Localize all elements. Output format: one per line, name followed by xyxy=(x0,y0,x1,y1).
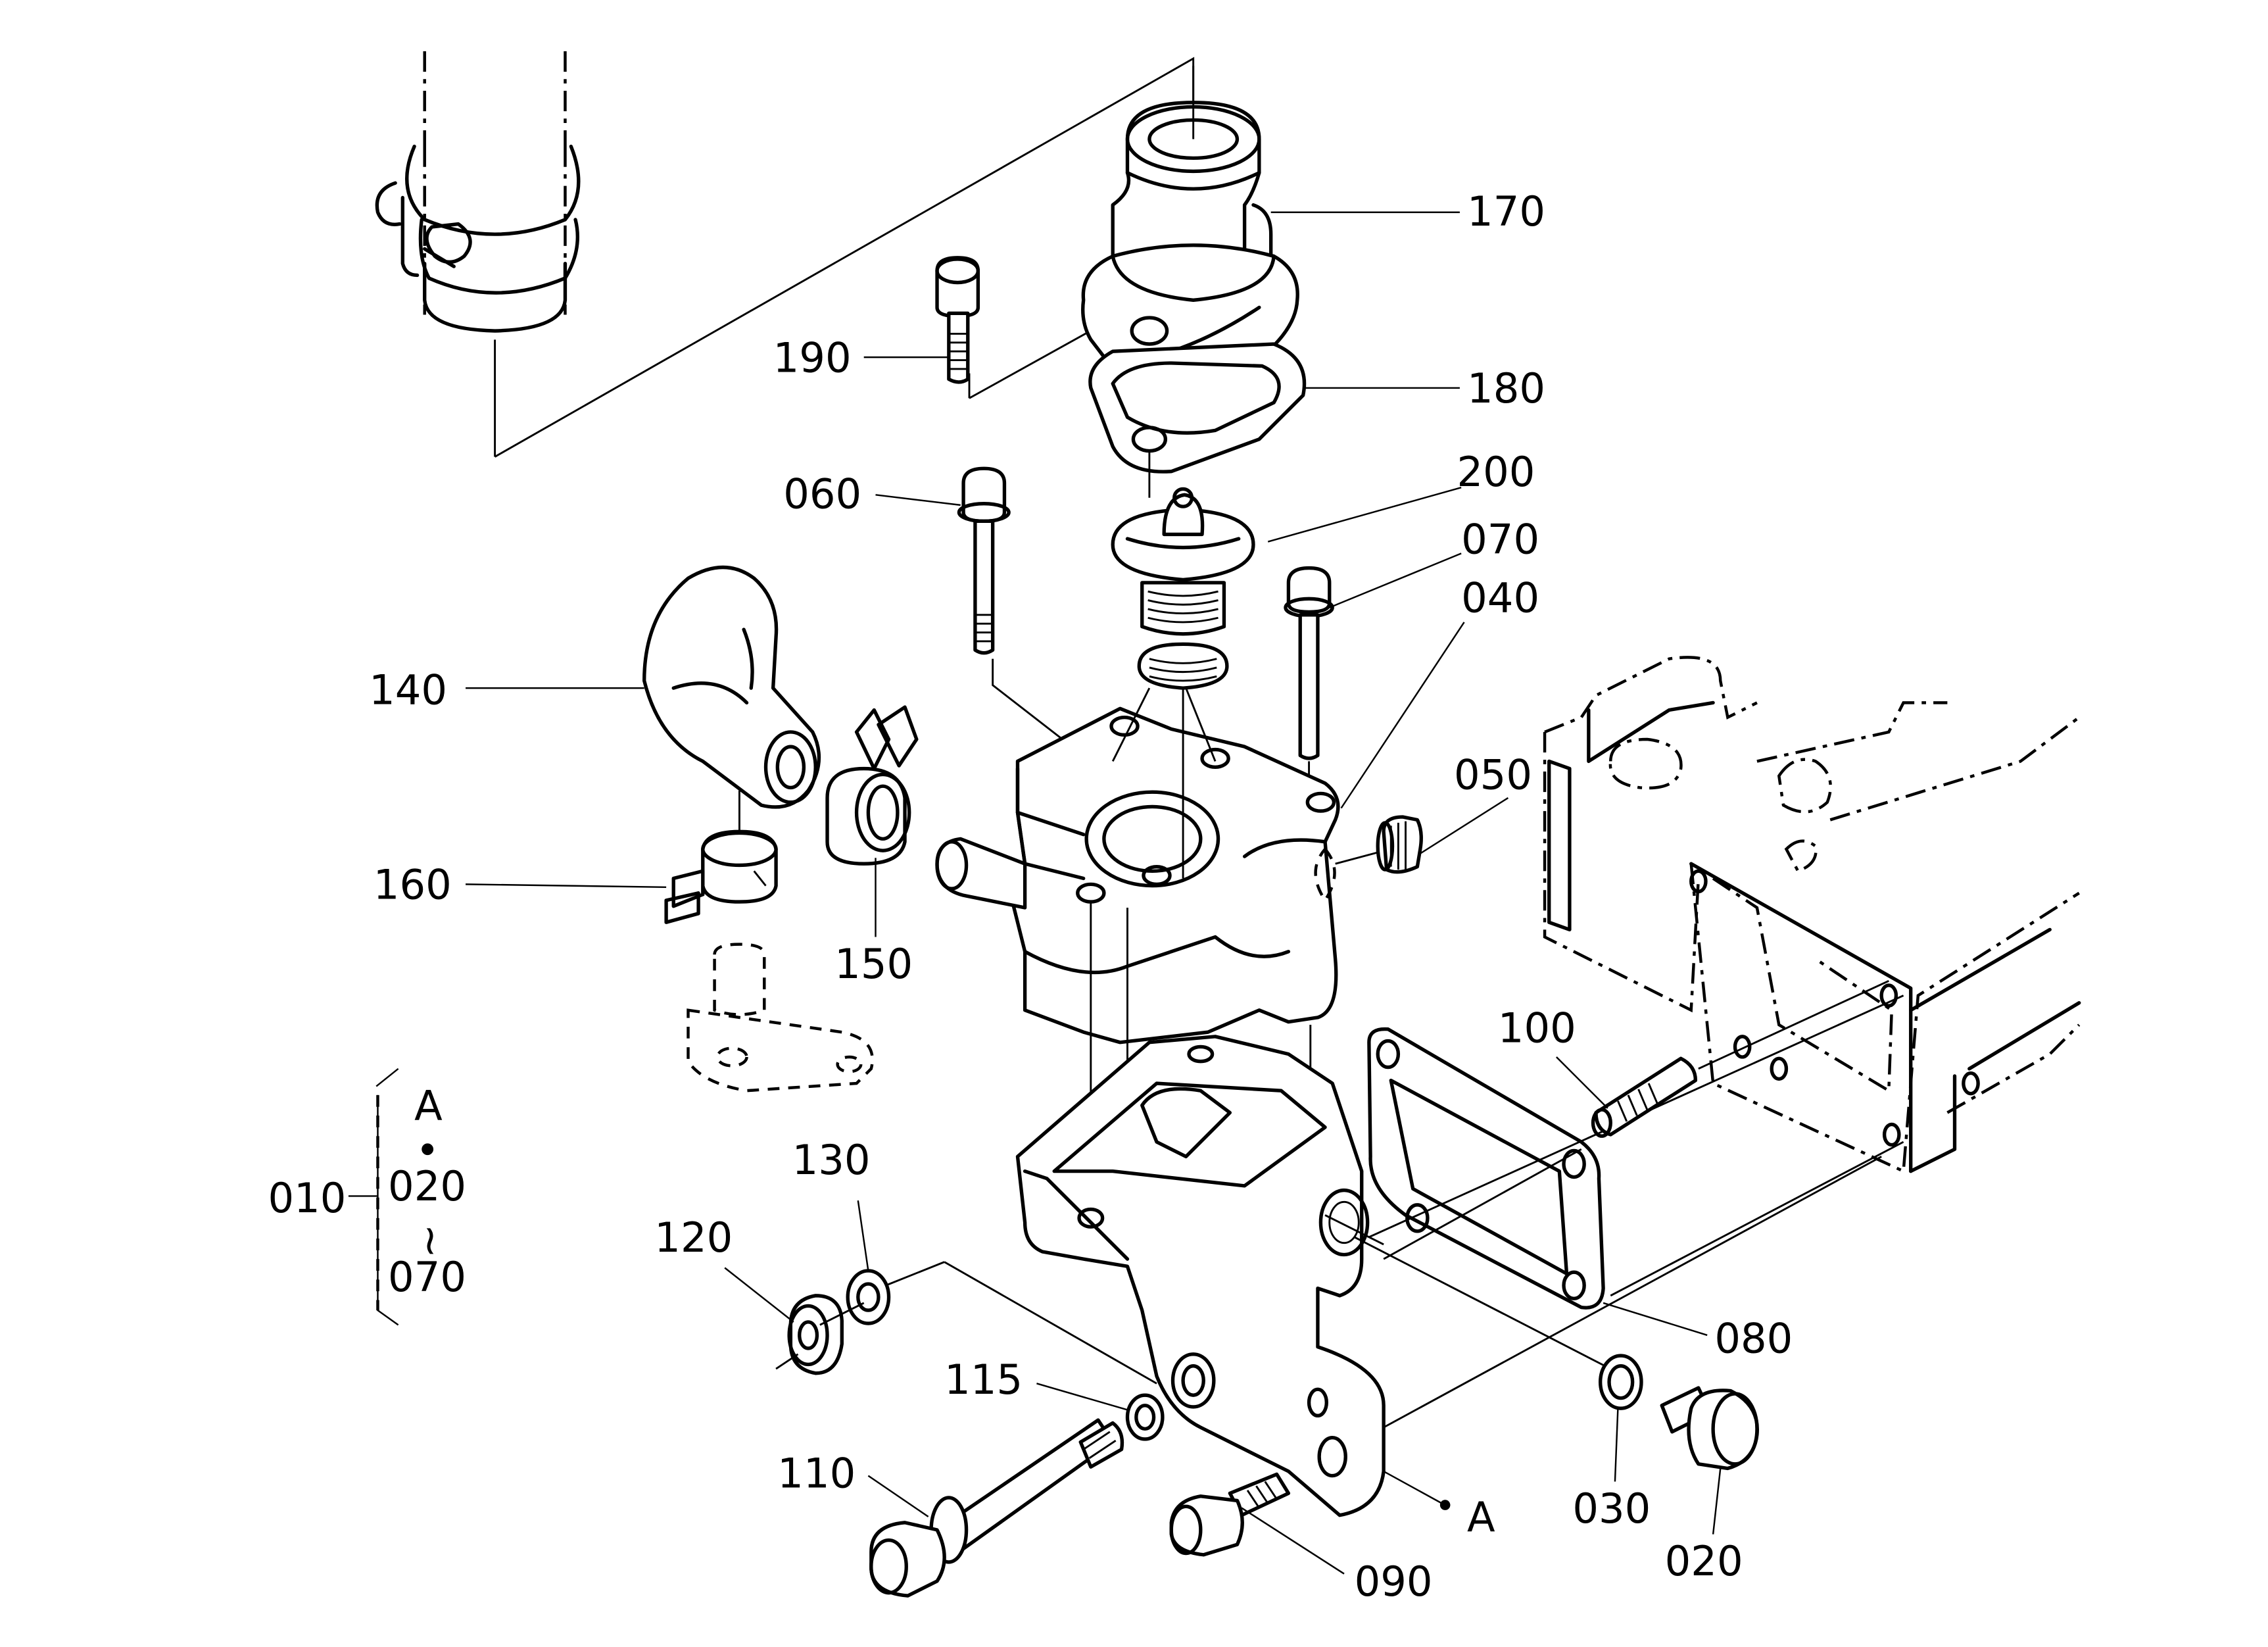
reference-marker-a: A xyxy=(1467,1493,1495,1541)
part-170-water-outlet xyxy=(1081,66,1299,398)
part-160-clamp xyxy=(664,829,778,924)
label-170: 170 xyxy=(1467,187,1545,235)
label-120: 120 xyxy=(654,1214,733,1262)
part-140-hose xyxy=(642,565,821,852)
label-070: 070 xyxy=(1461,515,1539,563)
part-100-stud xyxy=(1591,979,1889,1138)
label-115: 115 xyxy=(944,1356,1023,1404)
part-180-gasket xyxy=(1088,342,1307,498)
part-050-plug xyxy=(1335,815,1423,874)
legend-range-start: 020 xyxy=(388,1162,466,1210)
label-180: 180 xyxy=(1467,364,1545,412)
part-120-nut xyxy=(775,1294,865,1375)
label-160: 160 xyxy=(374,861,452,909)
part-200-thermostat xyxy=(1111,487,1255,690)
label-150: 150 xyxy=(834,940,913,988)
part-040-thermostat-housing xyxy=(935,687,1340,1260)
legend-parent-010: 010 xyxy=(268,1174,346,1222)
part-130-washer xyxy=(846,1269,891,1325)
label-200: 200 xyxy=(1457,448,1535,496)
part-070-bolt xyxy=(1284,566,1334,842)
label-080: 080 xyxy=(1714,1315,1793,1363)
label-190: 190 xyxy=(773,333,852,381)
part-190-bolt xyxy=(935,256,980,384)
label-020: 020 xyxy=(1665,1537,1743,1585)
part-080-gasket xyxy=(1367,995,1904,1310)
label-050: 050 xyxy=(1454,751,1532,799)
part-090-bolt xyxy=(1169,1472,1291,1557)
part-030-washer xyxy=(1598,1354,1643,1410)
label-140: 140 xyxy=(369,666,447,714)
label-090: 090 xyxy=(1355,1558,1433,1606)
water-flange-body xyxy=(885,1035,1882,1517)
label-030: 030 xyxy=(1572,1485,1651,1533)
legend-marker-a: A xyxy=(414,1082,443,1130)
part-060-bolt xyxy=(957,466,1092,861)
lower-pipe-flange xyxy=(687,943,874,1093)
label-130: 130 xyxy=(792,1136,871,1184)
label-110: 110 xyxy=(777,1449,856,1497)
legend-range-symbol: ~ xyxy=(408,1224,456,1258)
part-115-washer xyxy=(1125,1393,1165,1441)
label-060: 060 xyxy=(783,470,861,518)
label-100: 100 xyxy=(1498,1004,1576,1052)
part-150-clamp xyxy=(825,705,919,866)
assembly-legend: 010 A 020 ~ 070 xyxy=(268,1068,466,1326)
part-020-plug xyxy=(1660,1386,1759,1471)
legend-range-end: 070 xyxy=(388,1253,466,1301)
upper-hose xyxy=(375,51,581,457)
part-110-bolt xyxy=(869,1418,1124,1598)
legend-dot xyxy=(422,1143,434,1156)
label-040: 040 xyxy=(1461,574,1539,622)
reference-dot-a xyxy=(1439,1500,1451,1510)
leader-lines xyxy=(466,211,1722,1575)
engine-block xyxy=(1543,656,2081,1173)
